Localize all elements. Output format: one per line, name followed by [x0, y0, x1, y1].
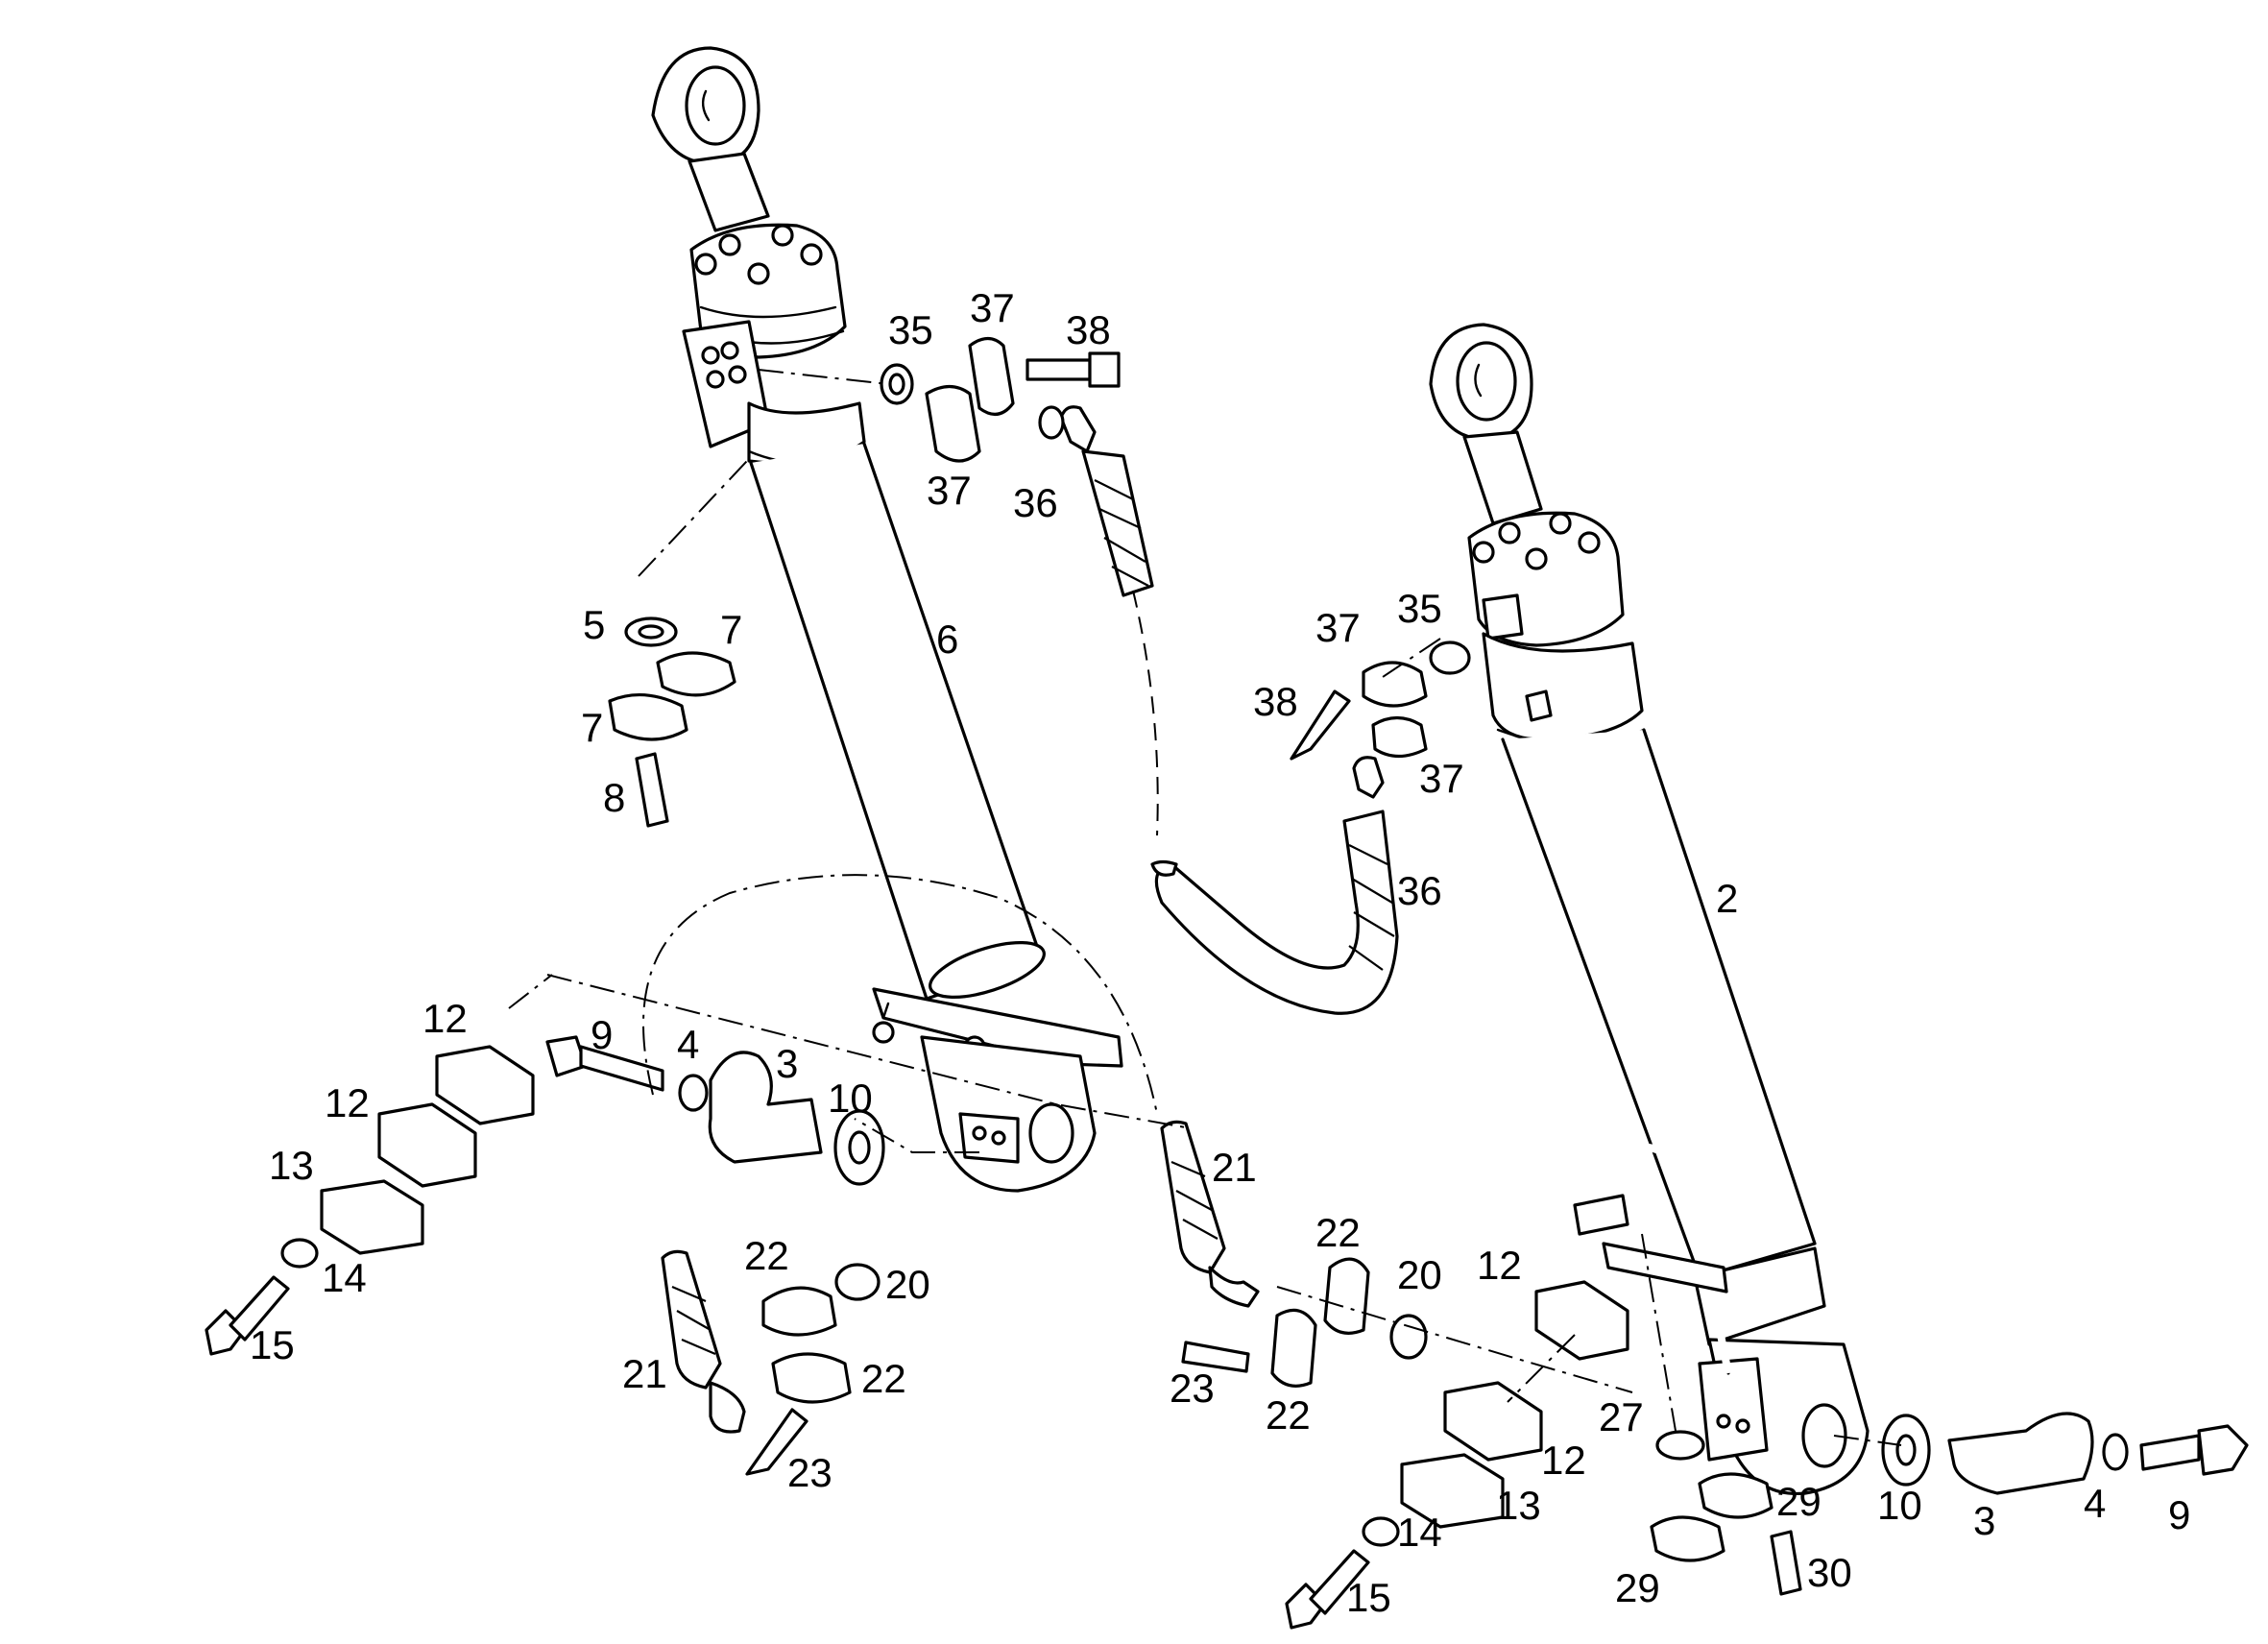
callout-label: 30 — [1807, 1550, 1852, 1595]
callout-label: 37 — [970, 285, 1015, 330]
callout-label: 36 — [1397, 868, 1442, 913]
assembly-lines — [508, 369, 1902, 1446]
callout-label: 37 — [1419, 756, 1464, 801]
hose-21-left — [661, 1249, 746, 1434]
callout-label: 5 — [583, 602, 605, 647]
callout-label: 7 — [720, 607, 742, 652]
callout-label: 4 — [2084, 1481, 2106, 1526]
callout-labels: 35 37 38 37 36 5 7 7 8 6 12 12 13 14 15 … — [250, 285, 2190, 1620]
callout-label: 12 — [1477, 1243, 1522, 1288]
callout-label: 27 — [1599, 1394, 1644, 1439]
callout-label: 4 — [677, 1022, 699, 1067]
callout-label: 20 — [1397, 1252, 1442, 1297]
callout-label: 14 — [322, 1255, 367, 1300]
callout-label: 22 — [744, 1233, 789, 1278]
callout-label: 14 — [1397, 1510, 1442, 1555]
callout-label: 9 — [2168, 1492, 2190, 1537]
callout-label: 6 — [936, 616, 958, 662]
small-parts — [205, 336, 2249, 1630]
callout-label: 12 — [1541, 1438, 1586, 1483]
callout-label: 12 — [325, 1080, 370, 1125]
callout-label: 7 — [581, 705, 603, 750]
callout-label: 10 — [1877, 1483, 1922, 1528]
hose-36-left — [1059, 405, 1154, 597]
callout-label: 38 — [1066, 307, 1111, 352]
callout-label: 29 — [1615, 1565, 1660, 1610]
callout-label: 12 — [422, 996, 468, 1041]
hose-36-right — [1150, 756, 1399, 1015]
callout-label: 22 — [1315, 1210, 1361, 1255]
callout-label: 35 — [888, 307, 933, 352]
callout-label: 2 — [1716, 876, 1738, 921]
callout-label: 23 — [1170, 1366, 1215, 1411]
callout-label: 10 — [828, 1076, 873, 1121]
callout-label: 37 — [927, 468, 972, 513]
right-hydraulic-cylinder — [1429, 323, 1870, 1496]
callout-label: 20 — [885, 1262, 930, 1307]
callout-label: 15 — [250, 1322, 295, 1367]
callout-label: 37 — [1315, 605, 1361, 650]
callout-label: 3 — [776, 1041, 798, 1086]
callout-label: 29 — [1776, 1479, 1822, 1524]
callout-label: 22 — [861, 1356, 906, 1401]
callout-label: 3 — [1973, 1498, 1995, 1543]
callout-label: 22 — [1266, 1392, 1311, 1438]
callout-label: 21 — [622, 1351, 667, 1396]
callout-label: 15 — [1346, 1575, 1391, 1620]
callout-label: 9 — [591, 1012, 613, 1057]
hose-21-right — [1160, 1120, 1260, 1308]
callout-label: 13 — [1496, 1483, 1541, 1528]
callout-label: 36 — [1013, 480, 1058, 525]
callout-label: 38 — [1253, 679, 1298, 724]
callout-label: 23 — [787, 1450, 832, 1495]
callout-label: 8 — [603, 775, 625, 820]
callout-label: 13 — [269, 1143, 314, 1188]
callout-label: 35 — [1397, 586, 1442, 631]
left-hydraulic-cylinder — [651, 46, 1123, 1193]
callout-label: 21 — [1212, 1145, 1257, 1190]
